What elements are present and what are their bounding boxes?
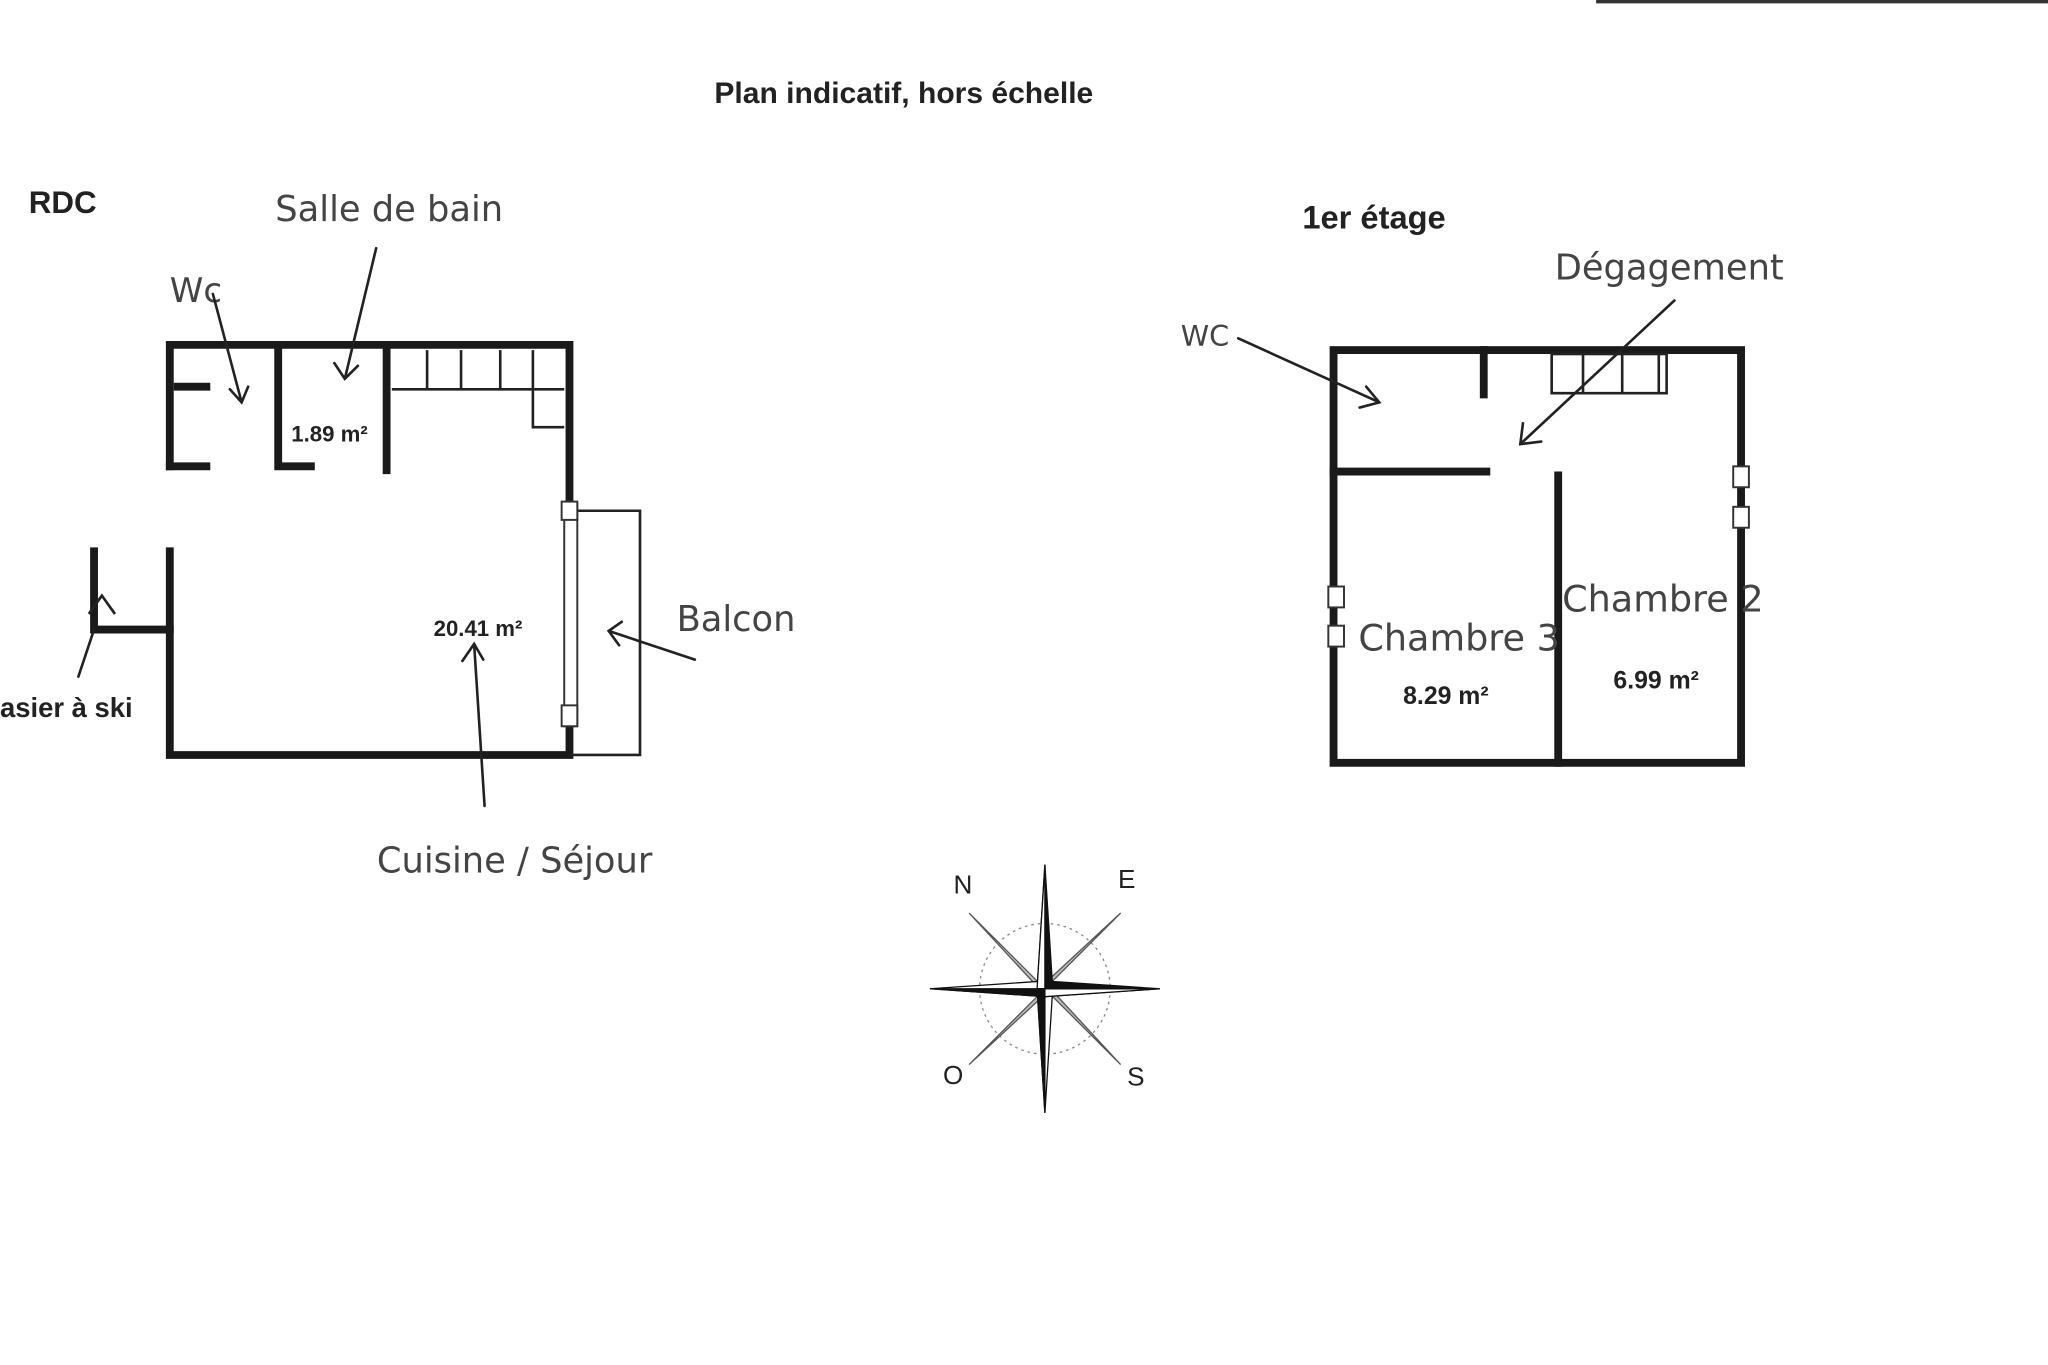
window xyxy=(1327,624,1345,648)
living-label: Cuisine / Séjour xyxy=(377,841,653,882)
ground-floor-label: RDC xyxy=(29,185,97,220)
first-floor-wc-label: WC xyxy=(1181,319,1229,353)
plan-title: Plan indicatif, hors échelle xyxy=(714,77,1093,110)
ground-floor-plan: RDC Salle de bain Wc 1.89 m² 20.41 m² xyxy=(0,185,795,882)
first-floor-walls xyxy=(1327,346,1750,767)
staircase xyxy=(391,350,565,429)
compass-east: E xyxy=(1118,864,1135,894)
living-area: 20.41 m² xyxy=(434,616,523,641)
compass-south: S xyxy=(1127,1061,1144,1091)
hallway-label: Dégagement xyxy=(1555,248,1784,289)
bedroom2-label: Chambre 2 xyxy=(1562,577,1764,620)
compass-rose-icon: N E O S xyxy=(929,864,1160,1113)
first-floor-label: 1er étage xyxy=(1302,199,1445,236)
ski-locker-arrow xyxy=(77,628,96,678)
bathroom-area: 1.89 m² xyxy=(291,422,367,447)
wc-label: Wc xyxy=(170,271,222,311)
ground-floor-walls xyxy=(87,340,642,759)
balcony-arrow xyxy=(606,620,697,661)
ski-locker-label: asier à ski xyxy=(0,692,133,723)
window xyxy=(1732,505,1750,529)
window xyxy=(563,503,579,728)
bedroom3-label: Chambre 3 xyxy=(1358,617,1560,660)
staircase xyxy=(1550,352,1668,395)
window xyxy=(1732,465,1750,489)
bedroom3-area: 8.29 m² xyxy=(1403,683,1488,710)
living-arrow xyxy=(461,641,486,808)
bathroom-arrow xyxy=(333,246,378,381)
window xyxy=(1327,585,1345,609)
wc-arrow xyxy=(211,292,250,405)
first-floor-plan: 1er étage WC Dégagement Chambre 3 8.29 m… xyxy=(1181,199,1784,767)
balcony-label: Balcon xyxy=(677,599,796,640)
first-floor-wc-arrow xyxy=(1236,337,1382,409)
bathroom-label: Salle de bain xyxy=(275,189,503,230)
compass-west: O xyxy=(943,1060,963,1090)
bedroom2-area: 6.99 m² xyxy=(1613,667,1698,694)
hallway-arrow xyxy=(1518,299,1676,446)
compass-north: N xyxy=(953,869,972,899)
